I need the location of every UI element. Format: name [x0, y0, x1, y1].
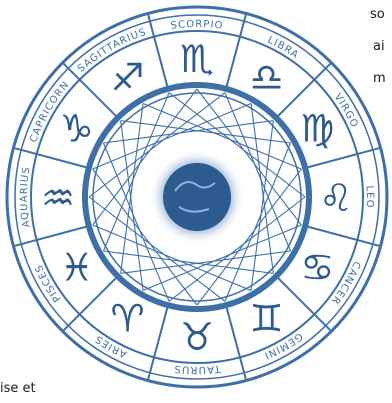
sign-label-leo: LEO — [364, 185, 375, 209]
pisces-symbol-icon: ♓ — [60, 246, 94, 290]
gemini-symbol-icon: ♊ — [249, 296, 283, 340]
sector-divider — [226, 305, 246, 380]
libra-symbol-icon: ♎ — [249, 56, 283, 100]
text-fragment-ise-et: ise et — [0, 380, 36, 397]
star-line — [103, 121, 273, 143]
sector-divider — [148, 305, 168, 380]
scorpio-symbol-icon: ♏ — [180, 37, 214, 81]
sign-label-scorpio: SCORPIO — [170, 19, 224, 32]
globe-icon — [163, 163, 231, 231]
leo-symbol-icon: ♌ — [319, 176, 353, 220]
sector-divider — [305, 148, 380, 168]
star-line — [251, 103, 273, 273]
sector-divider — [305, 226, 380, 246]
text-fragment-so: so — [370, 6, 385, 23]
star-line — [103, 251, 273, 273]
star-line — [251, 121, 273, 291]
taurus-symbol-icon: ♉ — [180, 315, 214, 359]
sign-label-taurus: TAURUS — [173, 362, 222, 375]
cancer-symbol-icon: ♋ — [300, 246, 334, 290]
star-line — [121, 121, 143, 291]
aquarius-symbol-icon: ♒ — [41, 176, 75, 220]
sector-divider — [13, 226, 88, 246]
aries-symbol-icon: ♈ — [110, 296, 144, 340]
text-fragment-m: m — [373, 70, 386, 87]
sector-divider — [148, 13, 168, 88]
star-line — [121, 251, 291, 273]
capricorn-symbol-icon: ♑ — [60, 107, 94, 151]
sagittarius-symbol-icon: ♐ — [110, 56, 144, 100]
text-fragment-ai: ai — [373, 38, 385, 55]
star-line — [121, 121, 291, 143]
star-line — [121, 103, 143, 273]
virgo-symbol-icon: ♍ — [300, 107, 334, 151]
sector-divider — [226, 13, 246, 88]
sector-divider — [13, 148, 88, 168]
